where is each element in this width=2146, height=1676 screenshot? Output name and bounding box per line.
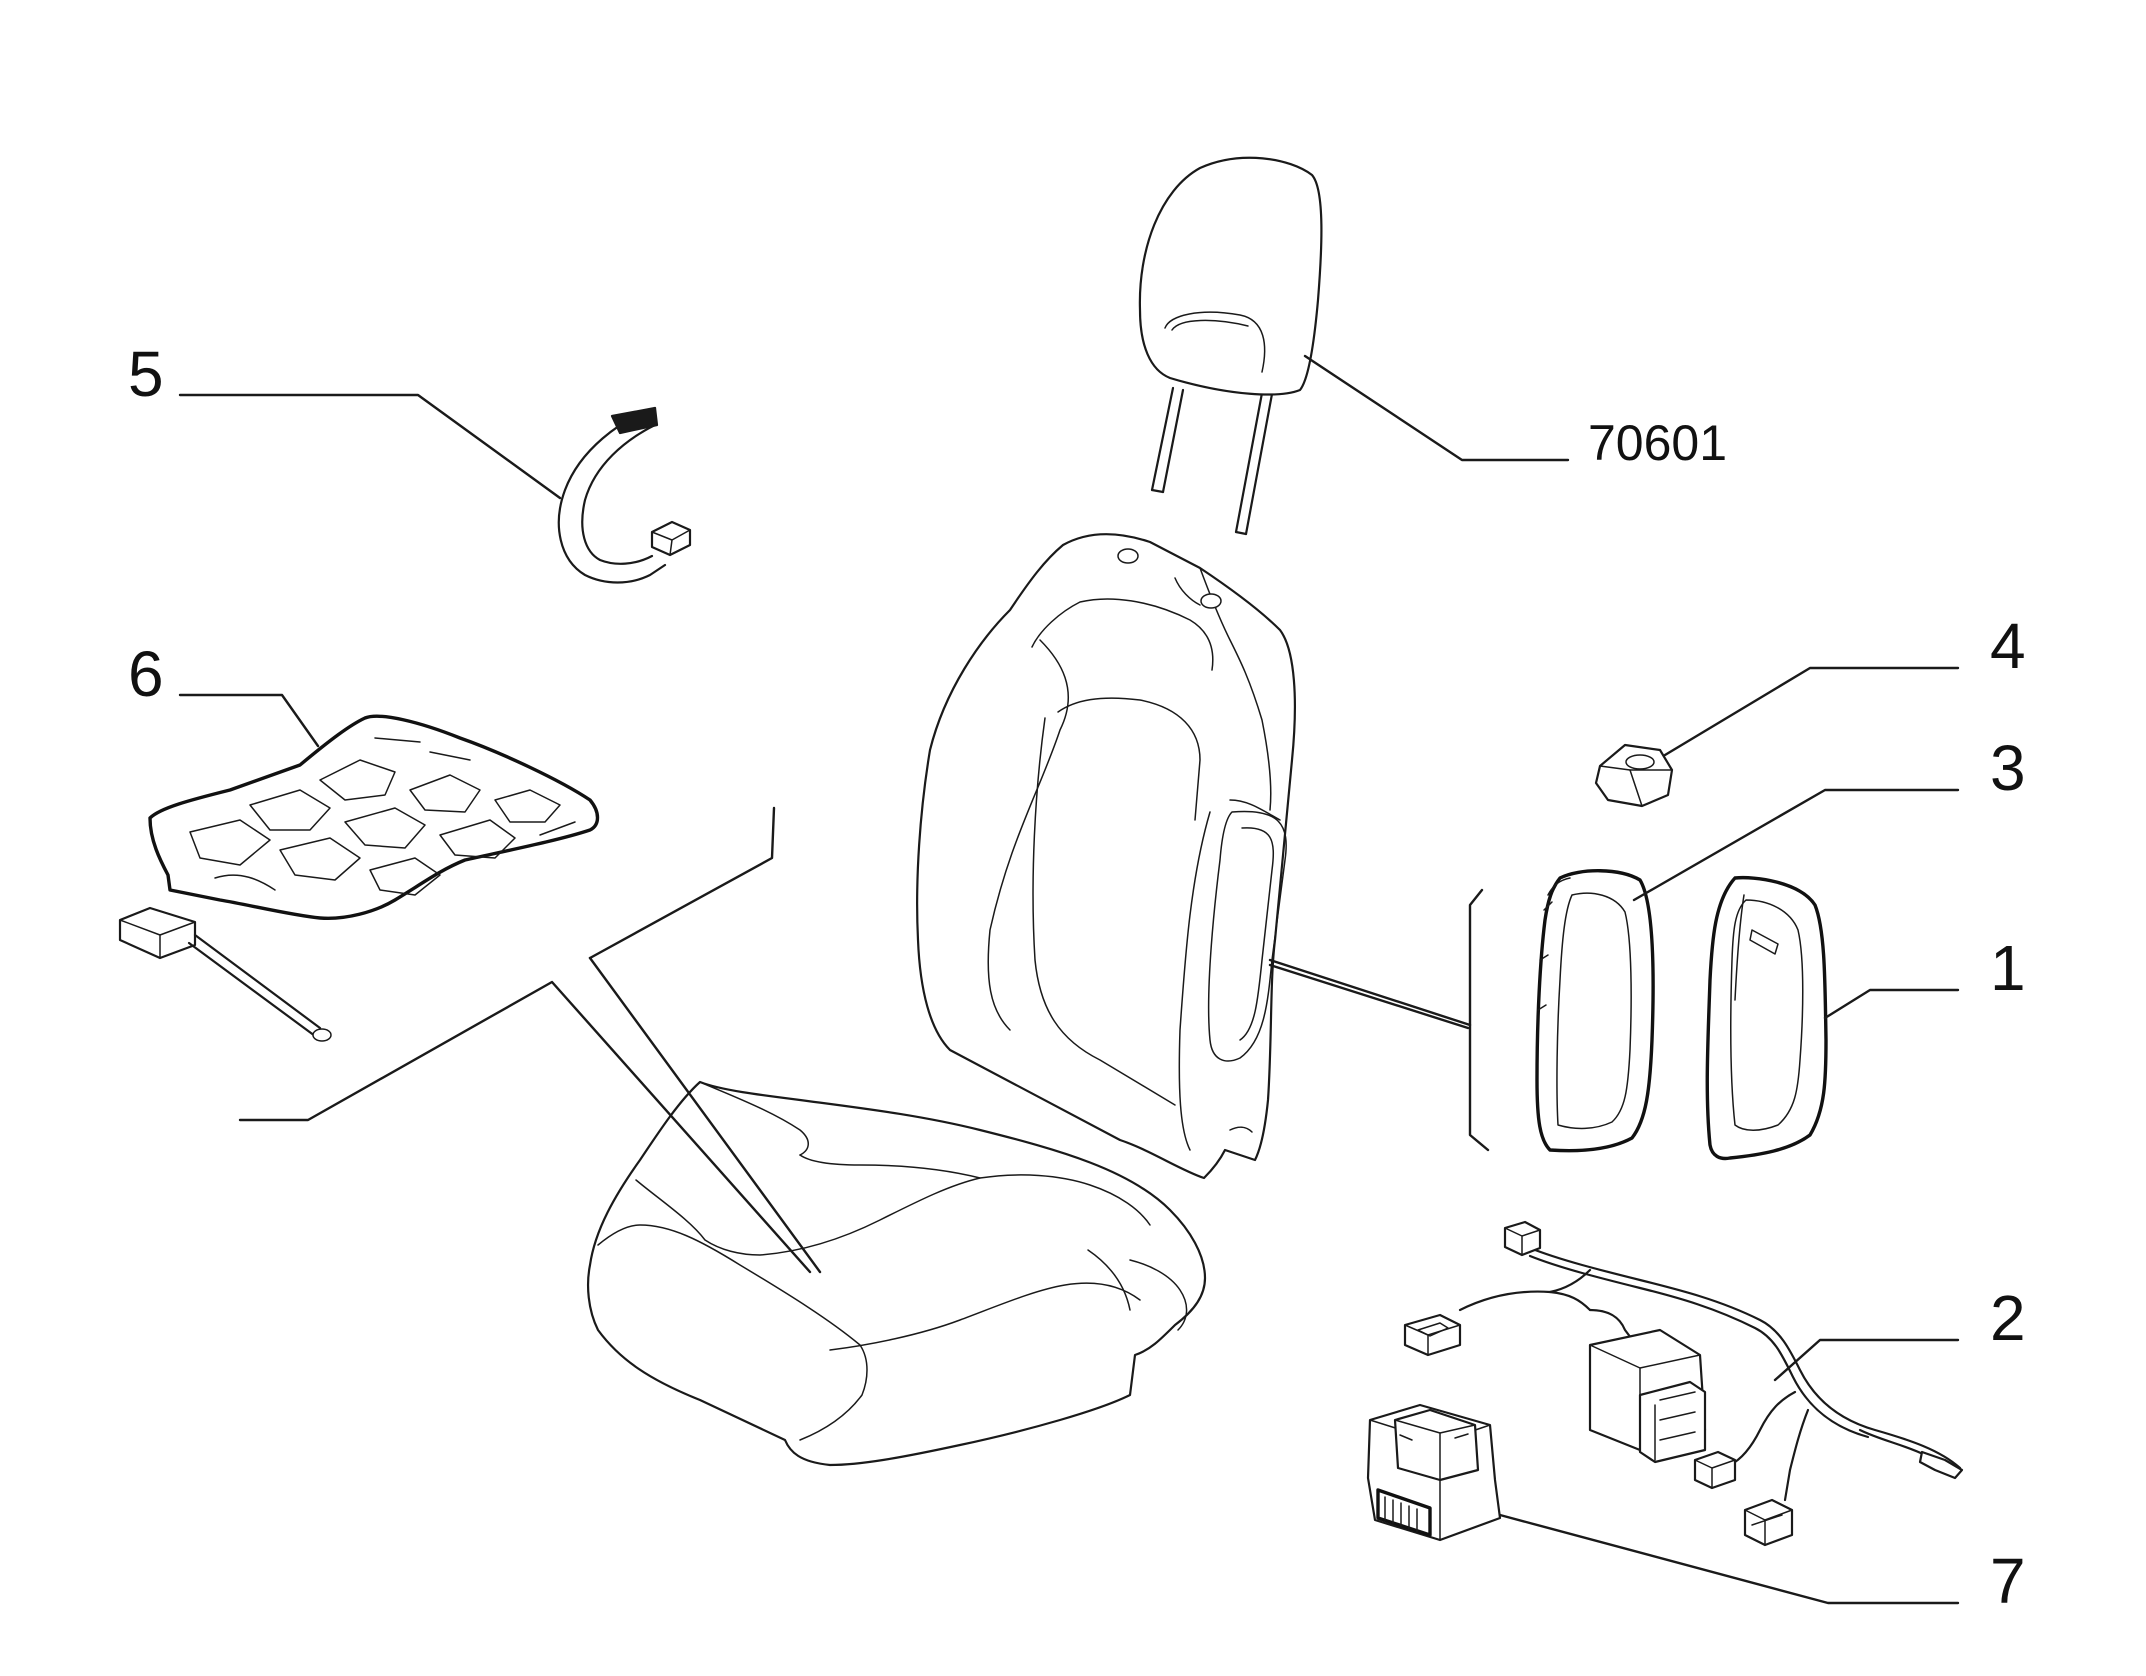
- leader-headrest: [1303, 354, 1570, 462]
- callout-70601: 70601: [1588, 415, 1727, 471]
- leader-7: [1498, 1513, 1960, 1605]
- leader-cushion-b: [588, 806, 776, 960]
- cable-strap-5: [557, 406, 692, 584]
- callout-3: 3: [1990, 732, 2026, 804]
- leader-4: [1663, 666, 1960, 757]
- leader-6: [178, 693, 320, 748]
- callout-labels: 70601 5 6 4 3 1 2 7: [128, 338, 2026, 1617]
- leader-seatback-bracket: [1268, 958, 1472, 1030]
- headrest: [1138, 156, 1323, 536]
- seat-back: [916, 533, 1296, 1180]
- wiring-harness-2: [1403, 1220, 1964, 1547]
- leader-3: [1632, 788, 1960, 902]
- nut-4: [1594, 743, 1674, 808]
- side-airbag-cover-1: [1705, 875, 1828, 1161]
- side-airbag-frame-3: [1535, 869, 1655, 1153]
- leader-cushion-a: [238, 980, 812, 1274]
- callout-4: 4: [1990, 610, 2026, 682]
- leader-lines: [178, 354, 1960, 1605]
- callout-7: 7: [1990, 1545, 2026, 1617]
- bracket-1-3: [1468, 888, 1490, 1152]
- leader-5: [178, 393, 562, 500]
- callout-1: 1: [1990, 932, 2026, 1004]
- leader-cushion-c: [588, 956, 822, 1274]
- leader-2: [1773, 1338, 1960, 1382]
- heating-mat-6: [118, 714, 600, 1042]
- leader-1: [1823, 988, 1960, 1020]
- callout-2: 2: [1990, 1282, 2026, 1354]
- callout-6: 6: [128, 638, 164, 710]
- control-unit-7: [1366, 1403, 1502, 1542]
- callout-5: 5: [128, 338, 164, 410]
- seat-cushion: [586, 1080, 1207, 1467]
